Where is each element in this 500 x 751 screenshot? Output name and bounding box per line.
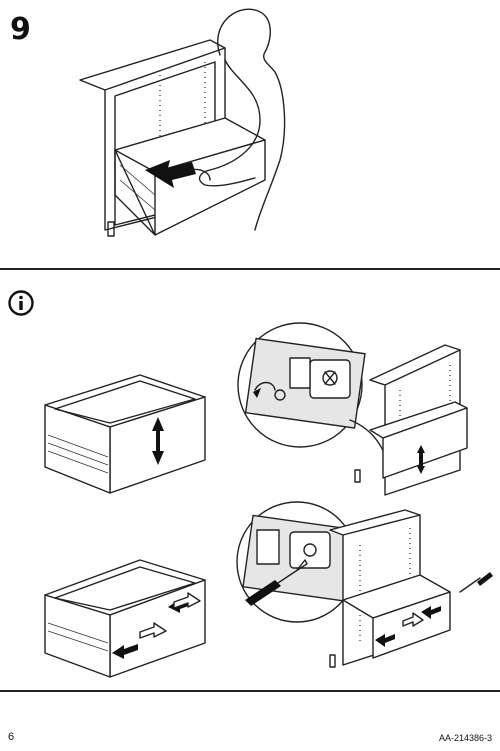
page-number: 6	[8, 731, 15, 743]
cabinet-height-adjust-detail	[237, 322, 468, 496]
drawer-height-adjust-illustration	[44, 374, 206, 494]
step-number: 9	[10, 12, 31, 47]
drawer-side-adjust-illustration	[44, 559, 206, 678]
document-code: AA-214386-3	[438, 733, 492, 743]
cabinet-side-adjust-detail	[236, 501, 493, 668]
info-icon	[8, 290, 34, 316]
step-9-illustration	[79, 8, 286, 237]
info-panel	[0, 268, 500, 692]
